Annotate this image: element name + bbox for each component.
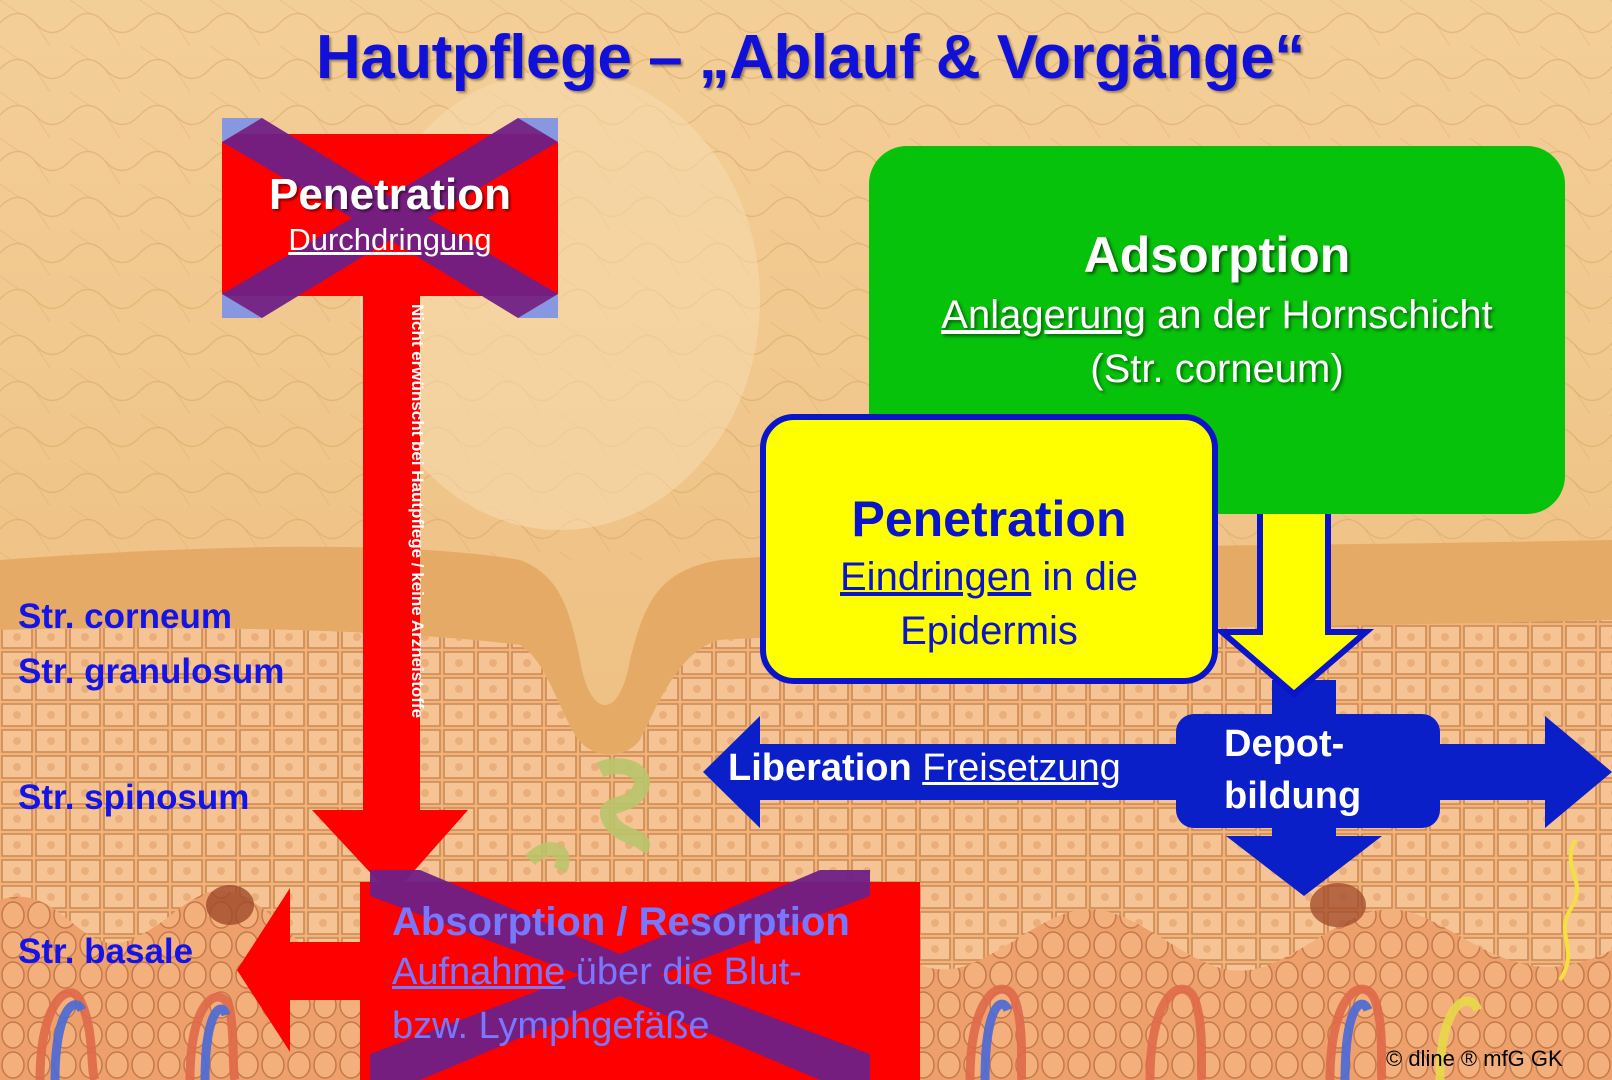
adsorption-line2: (Str. corneum) [1090, 347, 1344, 391]
penetration-crossed-box: Penetration Durchdringung [222, 118, 558, 318]
depot-line2: bildung [1224, 775, 1362, 817]
layer-label-granulosum: Str. granulosum [18, 652, 285, 691]
penetration-epidermis-heading: Penetration [851, 491, 1127, 547]
depot-label: Depot- bildung [1224, 718, 1361, 822]
absorption-crossed-box: Absorption / Resorption Aufnahme über di… [360, 870, 920, 1080]
penetration-epidermis-term: Eindringen [840, 555, 1032, 599]
copyright-notice: © dline ® mfG GK [1386, 1046, 1563, 1071]
penetration-epidermis-box: Penetration Eindringen in die Epidermis [760, 414, 1218, 684]
adsorption-description: Anlagerung an der Hornschicht (Str. corn… [869, 288, 1565, 396]
liberation-term: Liberation [728, 747, 912, 789]
layer-label-corneum: Str. corneum [18, 597, 232, 636]
adsorption-term: Anlagerung [941, 293, 1146, 337]
layer-label-basale: Str. basale [18, 932, 194, 971]
vertical-note-text: Nicht erwünscht bei Hautpflege / keine A… [408, 304, 427, 719]
liberation-label: Liberation Freisetzung [728, 747, 1121, 790]
absorption-term: Aufnahme [392, 951, 566, 993]
slide-title: Hautpflege – „Ablauf & Vorgänge“ [316, 23, 1305, 92]
adsorption-heading: Adsorption [1083, 227, 1351, 283]
layer-label-spinosum: Str. spinosum [18, 778, 250, 817]
absorption-line1-rest: über die Blut- [565, 951, 802, 993]
depot-line1: Depot- [1224, 723, 1345, 765]
penetration-epidermis-line1-rest: in die [1031, 555, 1138, 599]
penetration-crossed-subtitle: Durchdringung [288, 222, 492, 257]
liberation-translation: Freisetzung [922, 747, 1121, 789]
adsorption-line1-rest: an der Hornschicht [1145, 293, 1493, 337]
cross-out-icon [222, 118, 558, 318]
absorption-crossed-description: Aufnahme über die Blut- bzw. Lymphgefäße [392, 945, 920, 1053]
cross-out-icon [370, 870, 870, 1080]
penetration-epidermis-description: Eindringen in die Epidermis [766, 550, 1212, 658]
absorption-line2: bzw. Lymphgefäße [392, 1005, 710, 1047]
vertical-note: Nicht erwünscht bei Hautpflege / keine A… [407, 304, 427, 864]
penetration-crossed-heading: Penetration [268, 170, 512, 219]
penetration-epidermis-line2: Epidermis [900, 609, 1078, 653]
absorption-crossed-heading: Absorption / Resorption [392, 900, 850, 944]
